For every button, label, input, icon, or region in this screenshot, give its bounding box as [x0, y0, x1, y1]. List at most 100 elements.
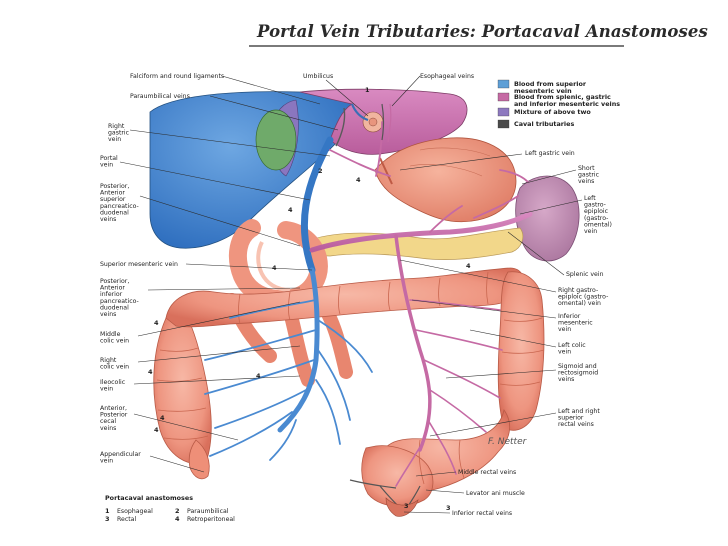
callout-paraumbilical: Paraumbilical veins	[130, 93, 339, 131]
label-left-gastroepiploic-line: omental)	[584, 221, 612, 228]
leader-line	[469, 329, 557, 348]
label-short-gastric-line: gastric	[578, 172, 600, 179]
label-right-gastroepiploic-line: omental) vein	[558, 300, 601, 307]
leader-line	[119, 161, 311, 201]
leader-line	[221, 75, 321, 105]
label-esophageal: Esophageal veins	[420, 73, 474, 80]
label-pancreaticoduodenal-sup-line: pancreatico-	[100, 203, 139, 210]
label-pancreaticoduodenal-sup-line: veins	[100, 216, 116, 223]
leader-line	[519, 199, 583, 215]
label-pancreaticoduodenal-inf-line: Posterior,	[100, 278, 129, 285]
leader-line	[133, 413, 239, 441]
callout-right-gastroepiploic: Right gastro-epiploic (gastro-omental) v…	[399, 259, 608, 307]
legend-swatch	[497, 92, 510, 102]
label-portal-line: vein	[100, 162, 113, 169]
leader-line	[399, 153, 523, 171]
label-middle-rectal-line: Middle rectal veins	[458, 469, 516, 476]
legend-swatch	[497, 119, 510, 129]
leader-line	[137, 345, 301, 363]
label-left-gastroepiploic-line: epiploic	[584, 208, 609, 215]
label-inf-rectal: Inferior rectal veins	[452, 510, 512, 517]
anastomosis-number: 4	[175, 515, 180, 523]
label-left-gastroepiploic-line: Left	[584, 195, 596, 202]
leader-line	[149, 455, 205, 473]
label-right-gastric-line: gastric	[108, 130, 130, 137]
label-splenic: Splenic vein	[566, 271, 604, 278]
leader-line	[137, 301, 301, 337]
leader-line	[209, 95, 339, 131]
callout-left-gastric: Left gastric vein	[399, 150, 575, 171]
label-inf-mesenteric-line: vein	[558, 326, 571, 333]
label-falciform-line: Falciform and round ligaments	[130, 73, 224, 80]
label-levator-line: Levator ani muscle	[466, 490, 525, 497]
legend-label: Caval tributaries	[514, 120, 574, 128]
label-left-gastric: Left gastric vein	[525, 150, 575, 157]
label-cecal-line: Posterior	[100, 412, 128, 419]
label-sup-rectal-line: rectal veins	[558, 421, 594, 428]
gallbladder	[255, 109, 297, 171]
leader-line	[415, 471, 457, 477]
legend-label-line: Caval tributaries	[514, 120, 574, 128]
label-falciform: Falciform and round ligaments	[130, 73, 224, 80]
label-paraumbilical: Paraumbilical veins	[130, 93, 190, 100]
label-short-gastric-line: veins	[578, 178, 594, 185]
legend-label-line: Blood from superior	[514, 80, 587, 88]
anastomosis-number: 1	[105, 507, 110, 515]
leader-line	[139, 195, 301, 247]
site-number: 3	[446, 504, 451, 512]
anastomosis-label: Rectal	[117, 516, 136, 523]
label-sup-rectal-line: superior	[558, 415, 584, 422]
leader-line	[445, 369, 557, 379]
label-sigmoid-line: Sigmoid and	[558, 363, 597, 370]
splenic-vein	[309, 211, 533, 253]
label-ileocolic-line: vein	[100, 386, 113, 393]
site-number: 4	[160, 414, 165, 422]
label-inf-mesenteric-line: mesenteric	[558, 320, 593, 327]
anastomoses-heading: Portacaval anastomoses	[105, 494, 193, 502]
artist-signature: F. Netter	[488, 437, 528, 447]
label-left-colic-line: Left colic	[558, 342, 586, 349]
label-left-colic-line: vein	[558, 349, 571, 356]
site-number: 4	[356, 176, 361, 184]
superior-mesenteric-vein	[277, 267, 320, 433]
legend-label-line: Blood from splenic, gastric	[514, 93, 611, 101]
legend-label-line: Mixture of above two	[514, 108, 591, 116]
callout-levator: Levator ani muscle	[425, 489, 525, 497]
label-right-gastric-line: Right	[108, 123, 125, 130]
label-paraumbilical-line: Paraumbilical veins	[130, 93, 190, 100]
anastomosis-label: Esophageal	[117, 508, 153, 515]
site-number: 4	[256, 372, 261, 380]
leader-line	[129, 129, 331, 157]
label-middle-colic-line: colic vein	[100, 338, 129, 345]
label-pancreaticoduodenal-sup-line: duodenal	[100, 209, 129, 216]
leader-line	[403, 511, 451, 514]
site-number: 4	[466, 262, 471, 270]
label-pancreaticoduodenal-inf-line: pancreatico-	[100, 298, 139, 305]
label-short-gastric-line: Short	[578, 165, 595, 172]
anastomosis-label: Paraumbilical	[187, 508, 229, 515]
callout-middle-rectal: Middle rectal veins	[415, 469, 516, 477]
anastomosis-number: 3	[105, 515, 110, 523]
portal-venous-system	[204, 103, 533, 517]
label-sup-rectal-line: Left and right	[558, 408, 600, 415]
